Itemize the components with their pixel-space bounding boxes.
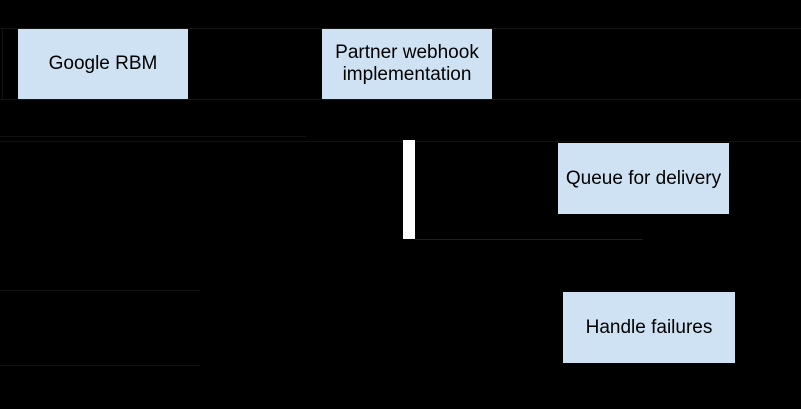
faint-line-return-arrow bbox=[415, 239, 643, 240]
faint-line-left-edge bbox=[2, 28, 3, 100]
faint-line-header-bottom bbox=[0, 99, 801, 100]
faint-line-mid-full bbox=[0, 141, 801, 142]
node-partner-webhook-label: Partner webhook implementation bbox=[335, 42, 479, 85]
faint-line-header-top bbox=[0, 28, 801, 29]
node-partner-webhook: Partner webhook implementation bbox=[322, 29, 492, 99]
faint-line-mid-short bbox=[0, 136, 306, 137]
node-google-rbm: Google RBM bbox=[18, 29, 188, 99]
node-handle-failures: Handle failures bbox=[563, 292, 735, 363]
node-queue-for-delivery-label: Queue for delivery bbox=[565, 167, 722, 189]
faint-line-left-upper bbox=[0, 290, 200, 291]
node-queue-for-delivery: Queue for delivery bbox=[558, 143, 729, 214]
activation-bar bbox=[403, 140, 415, 239]
node-handle-failures-label: Handle failures bbox=[585, 316, 713, 338]
faint-line-left-lower bbox=[0, 365, 200, 366]
node-google-rbm-label: Google RBM bbox=[48, 53, 158, 74]
